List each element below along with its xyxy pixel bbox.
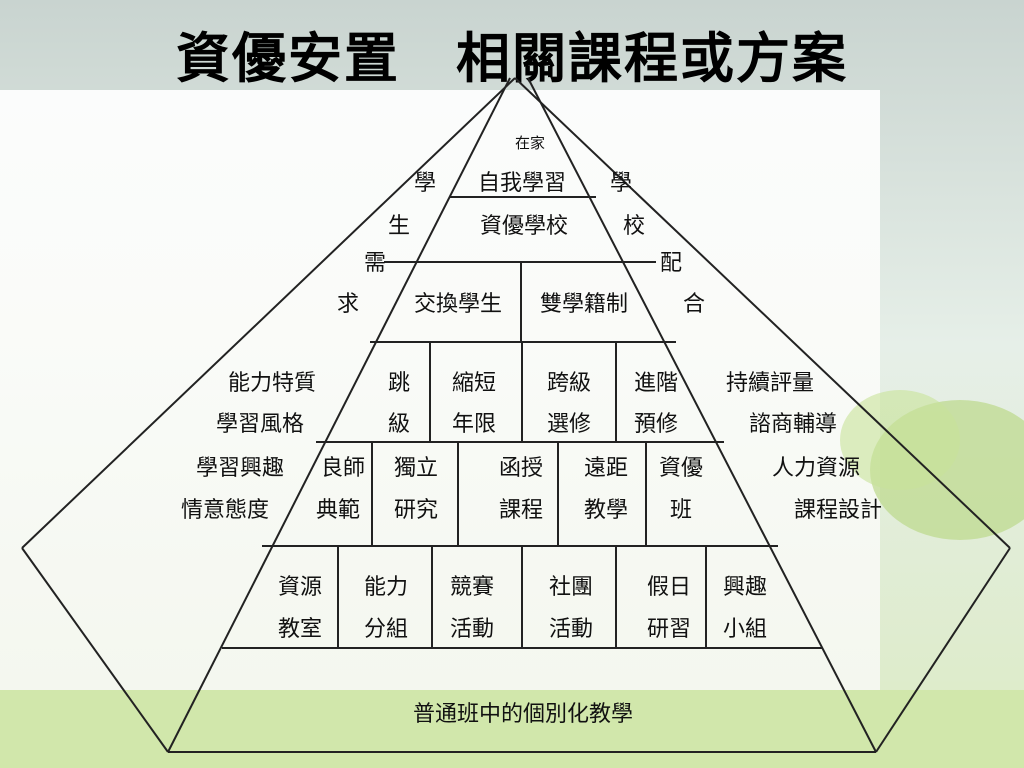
school-support-char-1: 校 — [623, 214, 645, 239]
cell-study-4-a: 資優 — [659, 456, 703, 481]
student-need-char-0: 學 — [414, 171, 436, 196]
cell-class-0-b: 教室 — [278, 617, 322, 642]
cell-study-1-b: 研究 — [394, 498, 438, 523]
cell-class-4-b: 研習 — [647, 617, 691, 642]
cell-class-5-b: 小組 — [723, 617, 767, 642]
cell-grade-1-b: 年限 — [452, 412, 496, 437]
trait-0: 能力特質 — [228, 371, 316, 396]
cell-study-0-a: 良師 — [321, 456, 365, 481]
student-need-char-3: 求 — [337, 292, 359, 317]
cell-grade-2-a: 跨級 — [547, 371, 591, 396]
cell-class-2-b: 活動 — [450, 617, 494, 642]
cell-class-1-b: 分組 — [364, 617, 408, 642]
pyramid-outline — [21, 77, 1011, 753]
cell-class-2-a: 競賽 — [450, 575, 494, 600]
cell-study-1-a: 獨立 — [394, 456, 438, 481]
slide-title: 資優安置 相關課程或方案 — [176, 27, 848, 90]
outline-right-outer — [514, 77, 1011, 549]
school-label: 資優學校 — [480, 214, 568, 239]
cell-grade-3-b: 預修 — [634, 412, 678, 437]
cell-study-3-b: 教學 — [584, 498, 628, 523]
school-support-char-3: 合 — [683, 292, 705, 317]
apex-label: 自我學習 — [478, 171, 566, 196]
cell-exchange-0: 交換學生 — [414, 292, 502, 317]
trait-2: 學習興趣 — [196, 456, 284, 481]
cell-grade-2-b: 選修 — [547, 412, 591, 437]
cell-class-5-a: 興趣 — [723, 575, 767, 600]
cell-grade-0-a: 跳 — [388, 371, 410, 396]
cell-study-0-b: 典範 — [316, 498, 360, 523]
outline-right-inner — [527, 77, 877, 753]
school-support-char-2: 配 — [660, 251, 682, 276]
cell-class-3-a: 社團 — [549, 575, 593, 600]
cell-study-4-b: 班 — [670, 498, 692, 523]
cell-study-2-b: 課程 — [499, 498, 543, 523]
support-item-3: 課程設計 — [794, 498, 882, 523]
cell-class-4-a: 假日 — [647, 575, 691, 600]
outline-left-lower — [21, 547, 169, 753]
cell-class-3-b: 活動 — [549, 617, 593, 642]
cell-exchange-1: 雙學籍制 — [540, 292, 628, 317]
apex-small-label: 在家 — [515, 134, 545, 152]
outline-left-outer — [21, 77, 516, 549]
cell-class-0-a: 資源 — [278, 575, 322, 600]
cell-grade-1-a: 縮短 — [452, 371, 496, 396]
cell-grade-0-b: 級 — [388, 412, 410, 437]
student-need-char-2: 需 — [364, 251, 386, 276]
cell-grade-3-a: 進階 — [634, 371, 678, 396]
cell-study-2-a: 函授 — [499, 456, 543, 481]
cell-dividers — [337, 262, 707, 648]
cell-study-3-a: 遠距 — [584, 456, 628, 481]
outline-left-inner — [167, 77, 511, 753]
student-need-char-1: 生 — [388, 214, 410, 239]
support-item-2: 人力資源 — [772, 456, 860, 481]
trait-1: 學習風格 — [216, 412, 304, 437]
support-item-1: 諮商輔導 — [749, 412, 837, 437]
base-label: 普通班中的個別化教學 — [413, 702, 633, 727]
outline-right-lower — [875, 547, 1011, 753]
support-item-0: 持續評量 — [726, 371, 814, 396]
cell-class-1-a: 能力 — [364, 575, 408, 600]
school-support-char-0: 學 — [610, 171, 632, 196]
trait-3: 情意態度 — [181, 498, 269, 523]
